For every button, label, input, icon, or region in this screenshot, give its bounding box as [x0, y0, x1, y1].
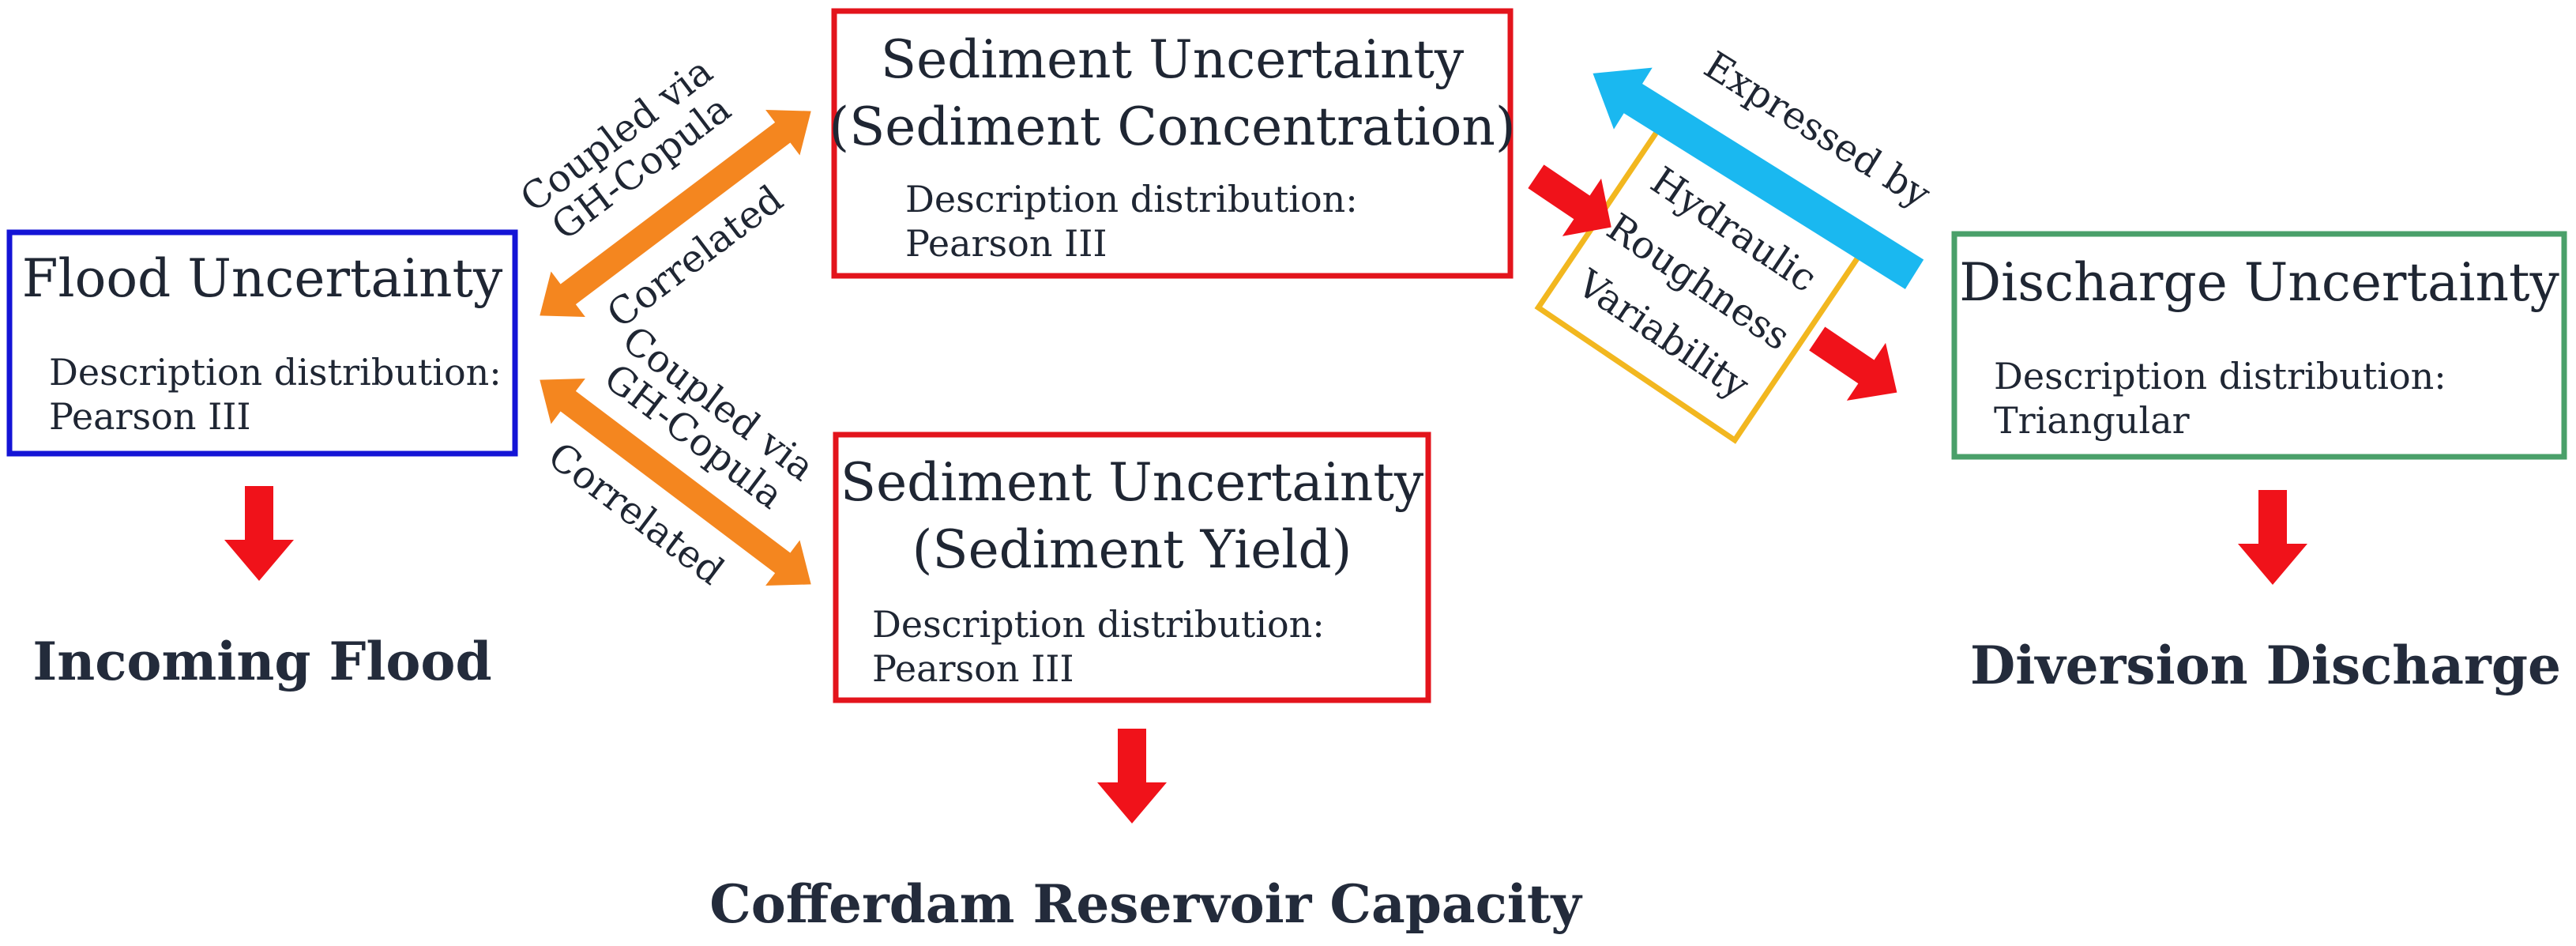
- flood-down-arrow-shape: [224, 486, 294, 581]
- flood-box-border: [6, 229, 518, 457]
- sediment-yield-box: Sediment Uncertainty (Sediment Yield) De…: [833, 432, 1431, 703]
- sediment-concentration-box-border: [831, 8, 1514, 279]
- discharge-box-border: [1951, 231, 2567, 460]
- discharge-box-title: Discharge Uncertainty: [1959, 252, 2559, 313]
- sediment-yield-down-arrow-shape: [1097, 729, 1167, 824]
- diversion-discharge-label: Diversion Discharge: [1970, 635, 2561, 696]
- expressed-by-arrow: [1593, 67, 1924, 289]
- discharge-down-arrow: [2238, 490, 2307, 585]
- flood-box-title: Flood Uncertainty: [22, 248, 503, 309]
- sediment-yield-title-line2: (Sediment Yield): [912, 519, 1352, 580]
- discharge-box-desc-label: Description distribution:: [1994, 355, 2446, 398]
- sediment-to-hydraulic-arrow: [1528, 164, 1611, 236]
- sediment-concentration-box: Sediment Uncertainty (Sediment Concentra…: [829, 8, 1516, 279]
- incoming-flood-label: Incoming Flood: [32, 631, 491, 692]
- lower-copula-arrow-shape: [540, 378, 811, 586]
- discharge-uncertainty-box: Discharge Uncertainty Description distri…: [1951, 231, 2567, 460]
- sediment-yield-desc-label: Description distribution:: [872, 603, 1325, 646]
- flood-box-desc-value: Pearson III: [49, 395, 251, 438]
- discharge-down-arrow-shape: [2238, 490, 2307, 585]
- hydraulic-to-discharge-arrow: [1809, 326, 1897, 401]
- flood-down-arrow: [224, 486, 294, 581]
- cofferdam-capacity-label: Cofferdam Reservoir Capacity: [709, 873, 1582, 935]
- sediment-concentration-desc-label: Description distribution:: [905, 178, 1358, 220]
- upper-copula-arrow: [540, 109, 811, 318]
- hydraulic-roughness-box: Hydraulic Roughness Variability: [1534, 120, 1863, 444]
- flood-box-desc-label: Description distribution:: [49, 351, 502, 394]
- sediment-yield-title-line1: Sediment Uncertainty: [840, 452, 1424, 513]
- sediment-yield-box-border: [833, 432, 1431, 703]
- sediment-yield-down-arrow: [1097, 729, 1167, 824]
- lower-copula-arrow: [540, 378, 811, 586]
- sediment-yield-desc-value: Pearson III: [872, 647, 1074, 690]
- expressed-by-arrow-shape: [1593, 67, 1924, 289]
- sediment-concentration-title-line1: Sediment Uncertainty: [881, 29, 1465, 90]
- discharge-box-desc-value: Triangular: [1994, 399, 2190, 442]
- sediment-to-hydraulic-arrow-shape: [1528, 164, 1611, 236]
- sediment-concentration-desc-value: Pearson III: [905, 222, 1107, 265]
- upper-copula-arrow-shape: [540, 109, 811, 318]
- sediment-concentration-title-line2: (Sediment Concentration): [829, 96, 1515, 157]
- hydraulic-to-discharge-arrow-shape: [1809, 326, 1897, 401]
- flood-uncertainty-box: Flood Uncertainty Description distributi…: [6, 229, 518, 457]
